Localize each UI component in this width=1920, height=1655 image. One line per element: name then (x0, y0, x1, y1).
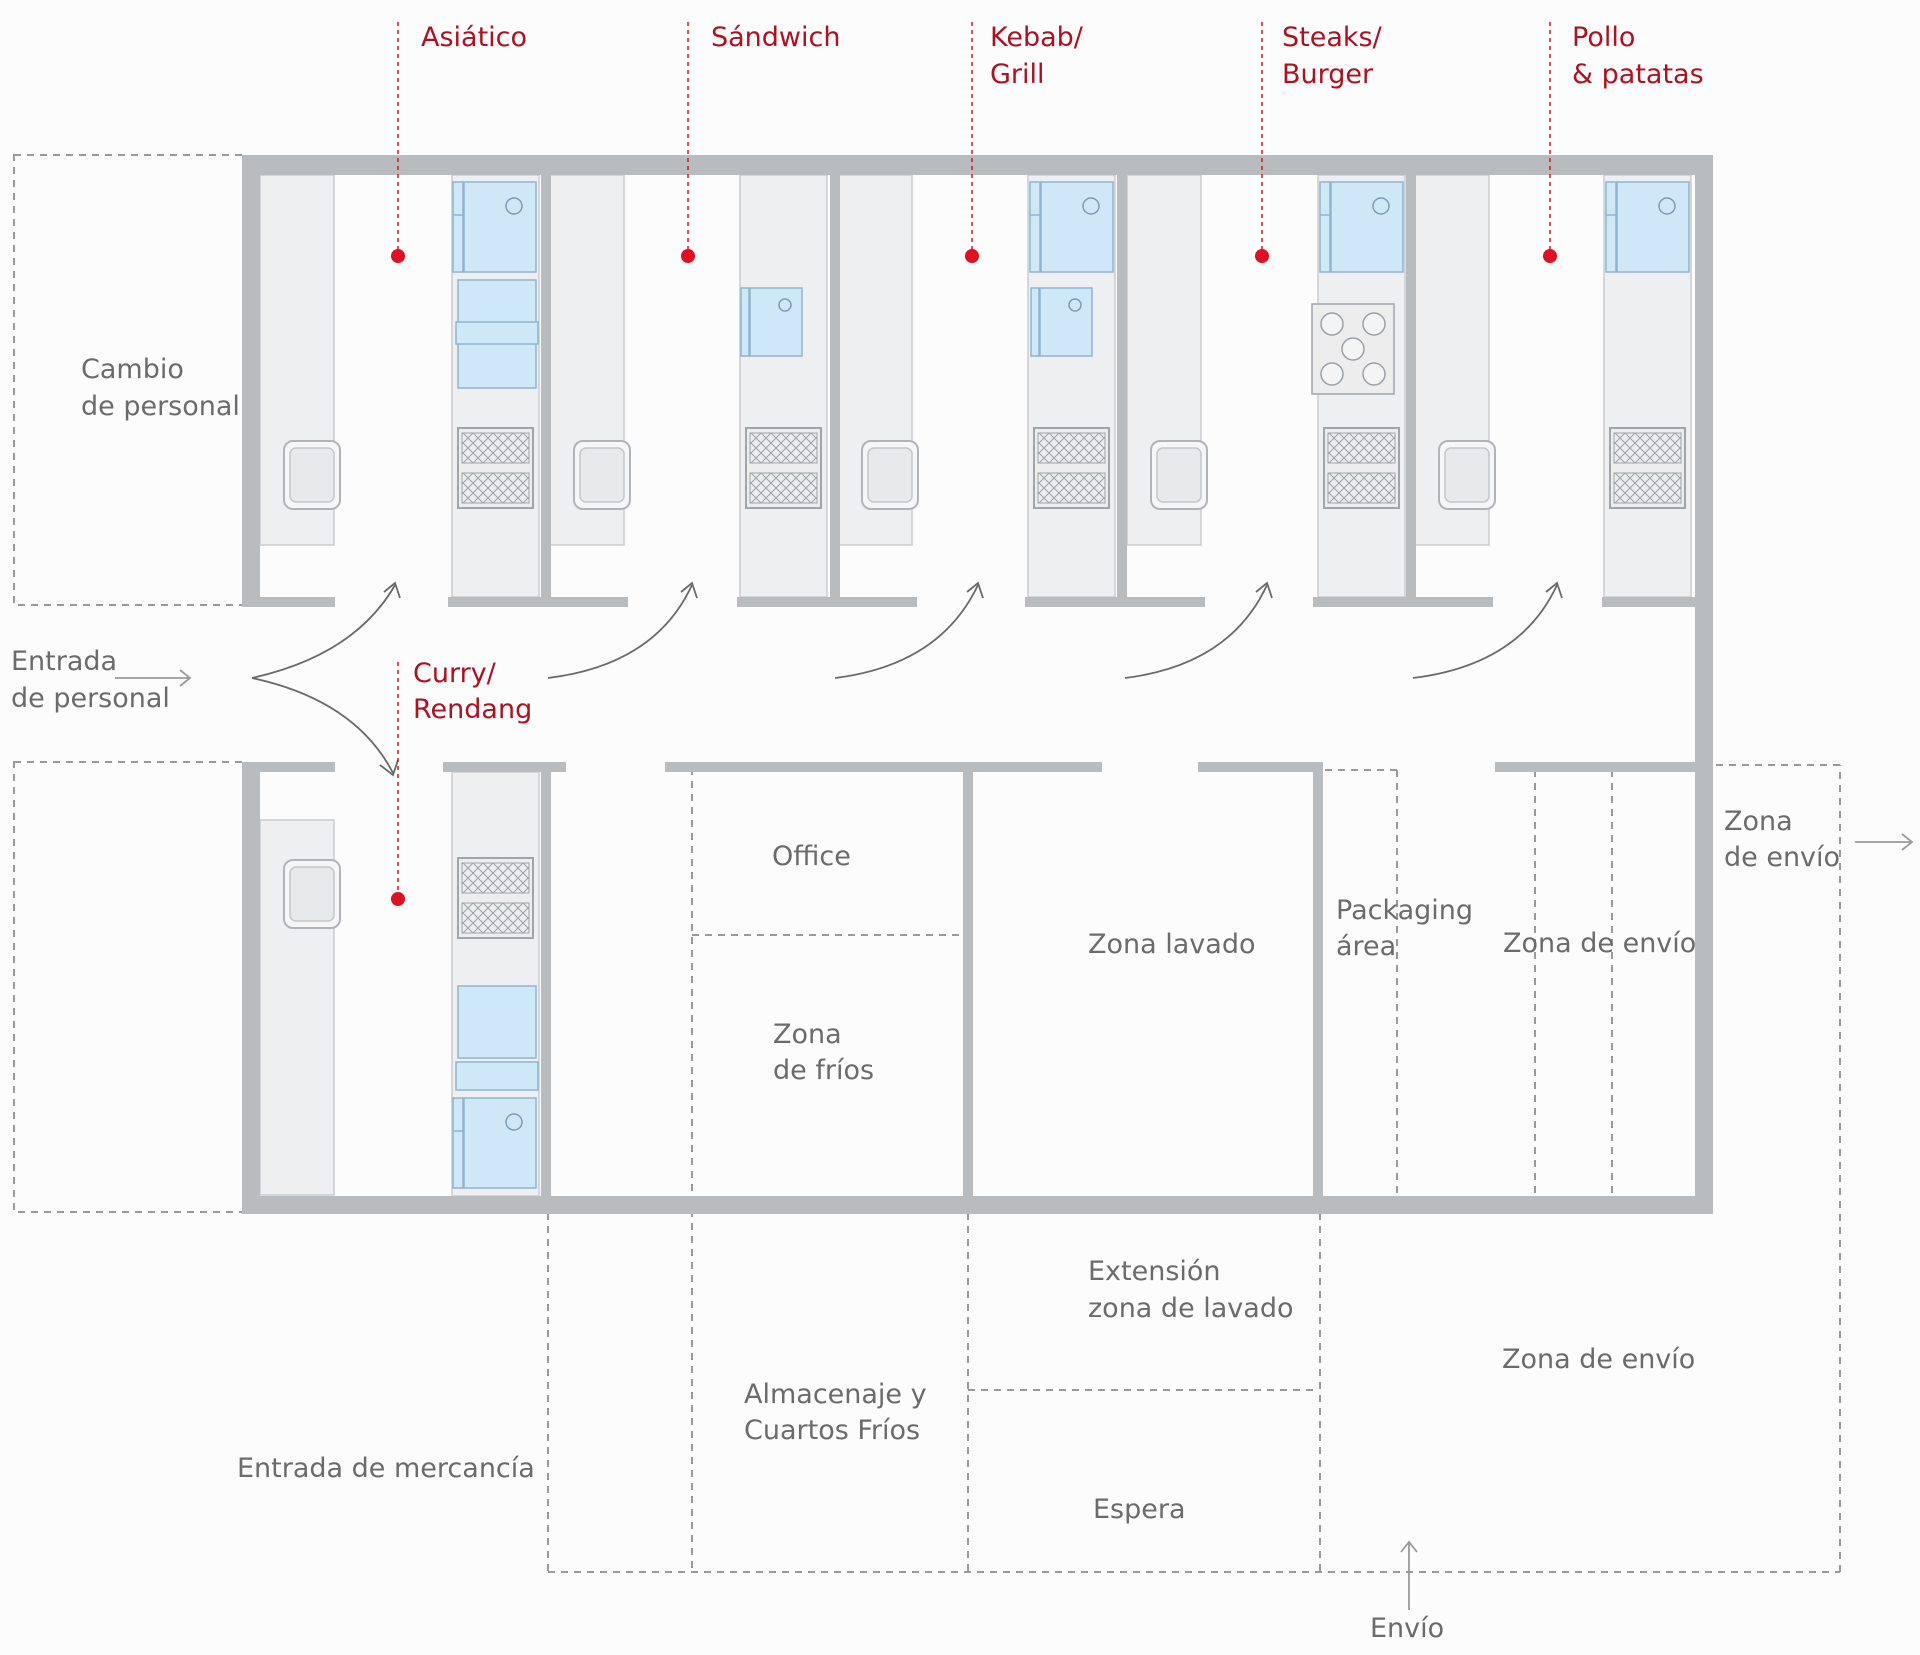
fridge-kebab (1029, 181, 1114, 273)
kitchen-label-steaks: Steaks/Burger (1282, 22, 1383, 90)
fryer-3 (1323, 427, 1400, 509)
sink-2 (861, 440, 919, 510)
station-markers (391, 249, 1557, 906)
sink-curry (283, 859, 341, 929)
sink-4 (1438, 440, 1496, 510)
sink-3 (1150, 440, 1208, 510)
fryer-curry (457, 857, 534, 939)
kitchen-label-kebab: Kebab/Grill (990, 22, 1084, 90)
flow-arrows (115, 669, 1914, 1610)
fryer-0 (457, 427, 534, 509)
zone-label-zona-lavado: Zona lavado (1088, 929, 1255, 960)
fridge-steaks (1319, 181, 1404, 273)
door-swings (251, 581, 1563, 777)
right-counter-1 (739, 174, 828, 598)
fryer-1 (745, 427, 822, 509)
zone-label-envio: Envío (1370, 1613, 1444, 1644)
fryer-2 (1033, 427, 1110, 509)
marker-pollo (1543, 249, 1557, 263)
zone-label-zona-envio-lower: Zona de envío (1502, 1344, 1695, 1375)
burner-2 (1320, 362, 1344, 386)
marker-sandwich (681, 249, 695, 263)
burner-1 (1362, 312, 1386, 336)
sink-0 (283, 440, 341, 510)
kitchen-label-sandwich: Sándwich (711, 22, 840, 53)
zone-label-zona-envio-inner: Zona de envío (1503, 928, 1696, 959)
fridge-asiatico (452, 181, 537, 273)
zone-label-office: Office (772, 841, 851, 872)
walls (242, 155, 1713, 1214)
dashed-zones (13, 154, 1841, 1573)
prep-unit-curry (457, 985, 537, 1059)
marker-steaks (1255, 249, 1269, 263)
kitchen-label-curry: Curry/Rendang (413, 658, 532, 725)
prep-drawer-asiatico (455, 321, 539, 345)
leader-lines (397, 22, 1551, 898)
sink-1 (573, 440, 631, 510)
kitchen-label-pollo: Pollo& patatas (1572, 22, 1704, 90)
labels: Asiático Sándwich Kebab/Grill Steaks/Bur… (11, 22, 1840, 1644)
fryer-4 (1609, 427, 1686, 509)
zone-label-espera: Espera (1093, 1494, 1186, 1525)
fridge-kebab-lower (1030, 287, 1093, 357)
marker-kebab (965, 249, 979, 263)
prep-drawer-curry (455, 1061, 539, 1091)
fridge-sandwich (740, 287, 803, 357)
fridge-pollo (1605, 181, 1690, 273)
marker-curry (391, 892, 405, 906)
zone-label-entrada-mercancia: Entrada de mercancía (237, 1453, 535, 1484)
marker-asiatico (391, 249, 405, 263)
burner-3 (1362, 362, 1386, 386)
burner-0 (1320, 312, 1344, 336)
appliances (283, 181, 1690, 1189)
fridge-curry (452, 1097, 537, 1189)
burner-4 (1341, 337, 1365, 361)
kitchen-label-asiatico: Asiático (421, 22, 527, 53)
